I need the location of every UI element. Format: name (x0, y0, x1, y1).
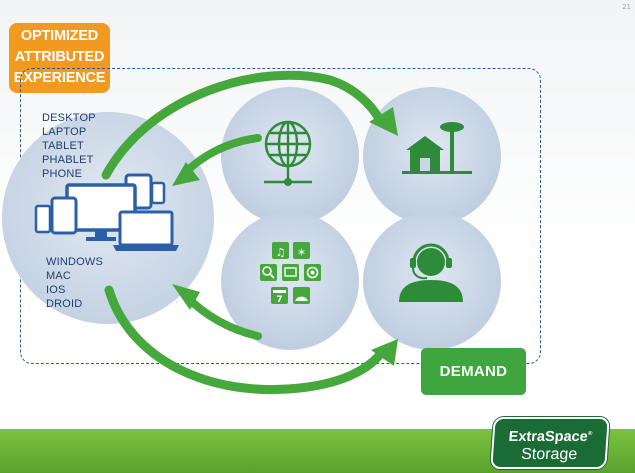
multi-device-icon (34, 173, 179, 251)
device-item: PHONE (42, 168, 83, 180)
os-item: DROID (46, 298, 83, 310)
logo-brand-line: ExtraSpace® (508, 428, 593, 445)
page-number: 21 (622, 3, 631, 11)
trademark-mark: ® (587, 431, 593, 437)
globe-node (284, 178, 292, 186)
svg-text:✶: ✶ (297, 246, 306, 259)
headset-agent-icon (399, 243, 463, 302)
svg-text:♫: ♫ (276, 246, 286, 259)
globe-network-icon (264, 120, 312, 184)
device-list: DESKTOP LAPTOP TABLET PHABLET PHONE (42, 111, 96, 181)
extraspace-logo: ExtraSpace® Storage (490, 417, 610, 469)
device-item: LAPTOP (42, 126, 87, 138)
device-item: DESKTOP (42, 112, 96, 124)
arrowhead-devices-bottom (172, 284, 200, 310)
title-line-2: ATTRIBUTED (14, 49, 105, 65)
svg-text:7: 7 (276, 295, 282, 305)
device-item: PHABLET (42, 154, 94, 166)
device-item: TABLET (42, 140, 84, 152)
logo-storage-line: Storage (520, 445, 578, 463)
arrowhead-demand (371, 339, 398, 366)
title-badge: OPTIMIZED ATTRIBUTED EXPERIENCE (9, 23, 110, 93)
title-line-3: EXPERIENCE (13, 70, 106, 86)
demand-label: DEMAND (421, 348, 526, 395)
os-item: MAC (46, 270, 72, 282)
arrowhead-store (369, 107, 398, 136)
os-list: WINDOWS MAC IOS DROID (46, 255, 103, 311)
arrow-web-to-devices (182, 134, 262, 176)
arrow-devices-to-store (101, 70, 386, 180)
title-line-1: OPTIMIZED (20, 28, 99, 44)
arrow-devices-to-demand (104, 285, 387, 395)
arrowhead-devices-top (172, 162, 200, 186)
storefront-icon (402, 122, 472, 174)
os-item: IOS (46, 284, 66, 296)
apps-grid-icon: ♫ ✶ 7 (260, 242, 321, 305)
os-item: WINDOWS (46, 256, 104, 268)
